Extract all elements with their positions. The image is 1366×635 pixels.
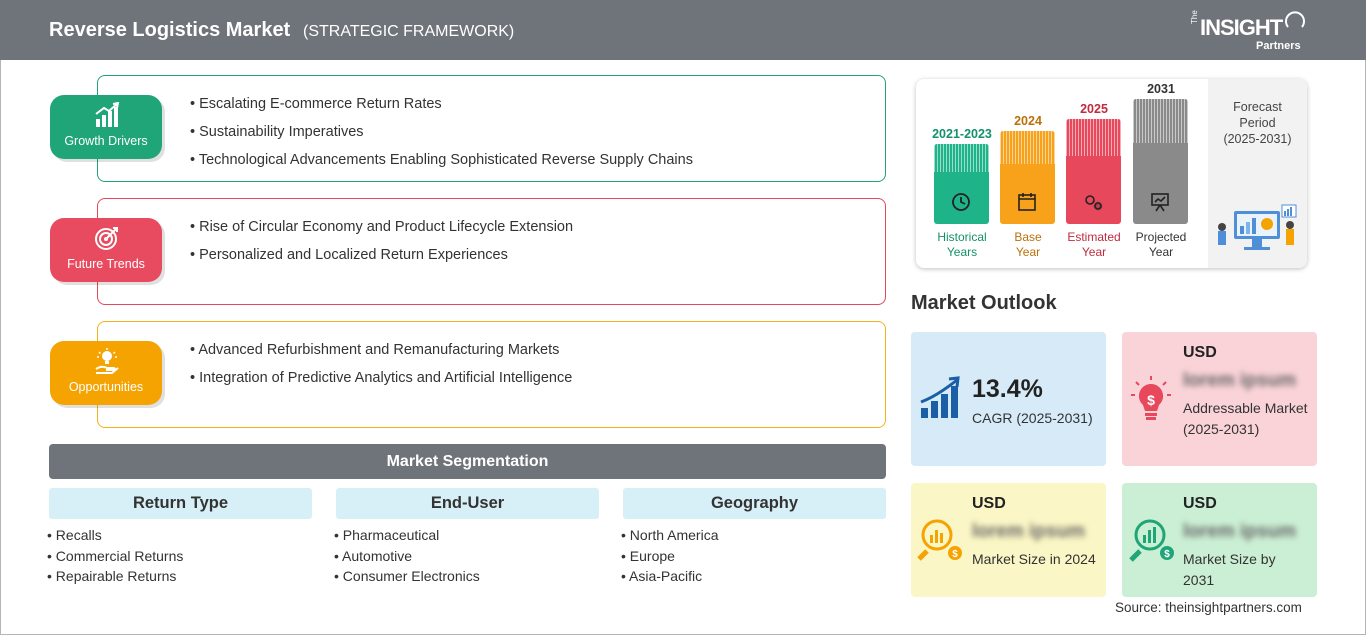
list-item: Pharmaceutical (334, 527, 599, 548)
timeline-bar (1000, 131, 1055, 224)
addressable-label: Addressable Market (2025-2031) (1183, 400, 1308, 437)
list-item: Advanced Refurbishment and Remanufacturi… (190, 342, 572, 370)
list-item: Escalating E-commerce Return Rates (190, 96, 693, 124)
growth-drivers-badge: Growth Drivers (50, 95, 162, 159)
source-note: Source: theinsightpartners.com (1115, 600, 1302, 615)
list-item: Recalls (47, 527, 312, 548)
presentation-icon (1151, 193, 1169, 212)
cagr-value: 13.4% (972, 375, 1043, 403)
list-item: Commercial Returns (47, 548, 312, 569)
target-icon (95, 227, 118, 250)
size-2031-value: lorem ipsum (1183, 521, 1296, 542)
cagr-label: CAGR (2025-2031) (972, 410, 1093, 426)
market-size-2024-tile: $ USD lorem ipsum Market Size in 2024 (911, 483, 1106, 597)
forecast-years: (2025-2031) (1223, 132, 1292, 146)
future-trends-label: Future Trends (67, 257, 145, 271)
opportunities-card: Advanced Refurbishment and Remanufacturi… (97, 321, 886, 428)
growth-chart-icon (95, 102, 120, 127)
list-item: Europe (621, 548, 886, 569)
magnifier-growth-icon: $ (1129, 519, 1174, 562)
timeline-bar (1133, 99, 1188, 224)
opportunities-list: Advanced Refurbishment and Remanufacturi… (190, 342, 572, 398)
timeline-year-label: 2024 (1014, 114, 1042, 128)
addressable-currency: USD (1183, 344, 1217, 361)
size-2031-currency: USD (1183, 495, 1217, 512)
growth-drivers-list: Escalating E-commerce Return Rates Susta… (190, 96, 693, 180)
market-segmentation-title: Market Segmentation (49, 444, 886, 479)
list-item: Repairable Returns (47, 568, 312, 589)
logo-partners-text: Partners (1256, 40, 1301, 52)
cagr-tile: 13.4% CAGR (2025-2031) (911, 332, 1106, 466)
magnifier-chart-icon: $ (917, 519, 962, 561)
list-item: Rise of Circular Economy and Product Lif… (190, 219, 573, 247)
idea-dollar-icon: $ (1131, 376, 1171, 420)
timeline-bar (934, 144, 989, 224)
future-trends-card: Rise of Circular Economy and Product Lif… (97, 198, 886, 305)
history-icon (952, 193, 970, 211)
analytics-illustration-icon (1218, 204, 1297, 250)
list-item: Integration of Predictive Analytics and … (190, 370, 572, 398)
timeline-year-label: 2021-2023 (932, 127, 992, 141)
growth-drivers-card: Escalating E-commerce Return Rates Susta… (97, 75, 886, 182)
list-item: Automotive (334, 548, 599, 569)
bar-growth-icon (920, 376, 960, 418)
timeline-bar (1066, 119, 1121, 224)
logo-arc-icon (1285, 11, 1305, 28)
segment-geography: Geography North America Europe Asia-Paci… (623, 488, 886, 589)
gears-icon (1085, 195, 1103, 211)
svg-text:$: $ (1164, 549, 1170, 560)
insight-partners-logo: The INSIGHT Partners (1190, 10, 1310, 54)
hand-bulb-icon (95, 348, 119, 374)
size-2024-value: lorem ipsum (972, 521, 1085, 542)
list-item: North America (621, 527, 886, 548)
market-size-2031-tile: $ USD lorem ipsum Market Size by 2031 (1122, 483, 1317, 597)
calendar-icon (1018, 193, 1036, 211)
logo-main-text: INSIGHT (1200, 15, 1283, 40)
logo-the-text: The (1190, 10, 1199, 24)
svg-text:$: $ (1147, 392, 1155, 408)
list-item: Sustainability Imperatives (190, 124, 693, 152)
future-trends-list: Rise of Circular Economy and Product Lif… (190, 219, 573, 275)
list-item: Asia-Pacific (621, 568, 886, 589)
growth-drivers-label: Growth Drivers (64, 134, 148, 148)
svg-text:$: $ (952, 549, 958, 560)
addressable-market-tile: $ USD lorem ipsum Addressable Market (20… (1122, 332, 1317, 466)
size-2024-currency: USD (972, 495, 1006, 512)
future-trends-badge: Future Trends (50, 218, 162, 282)
timeline-year-label: 2025 (1080, 102, 1108, 116)
header-bar: Reverse Logistics Market (STRATEGIC FRAM… (0, 0, 1366, 60)
segment-end-user: End-User Pharmaceutical Automotive Consu… (336, 488, 599, 589)
timeline-year-label: 2031 (1147, 82, 1175, 96)
segment-heading: Geography (623, 488, 886, 519)
page-subtitle: (STRATEGIC FRAMEWORK) (303, 23, 515, 40)
segment-heading: Return Type (49, 488, 312, 519)
market-outlook-title: Market Outlook (911, 292, 1057, 314)
segment-heading: End-User (336, 488, 599, 519)
size-2031-label: Market Size by 2031 (1183, 551, 1276, 588)
segment-return-type: Return Type Recalls Commercial Returns R… (49, 488, 312, 589)
addressable-value: lorem ipsum (1183, 370, 1296, 391)
list-item: Personalized and Localized Return Experi… (190, 247, 573, 275)
forecast-label: Forecast Period (1233, 100, 1282, 130)
opportunities-badge: Opportunities (50, 341, 162, 405)
size-2024-label: Market Size in 2024 (972, 551, 1096, 567)
opportunities-label: Opportunities (68, 380, 144, 394)
page-title: Reverse Logistics Market (49, 19, 291, 41)
list-item: Technological Advancements Enabling Soph… (190, 152, 693, 180)
list-item: Consumer Electronics (334, 568, 599, 589)
